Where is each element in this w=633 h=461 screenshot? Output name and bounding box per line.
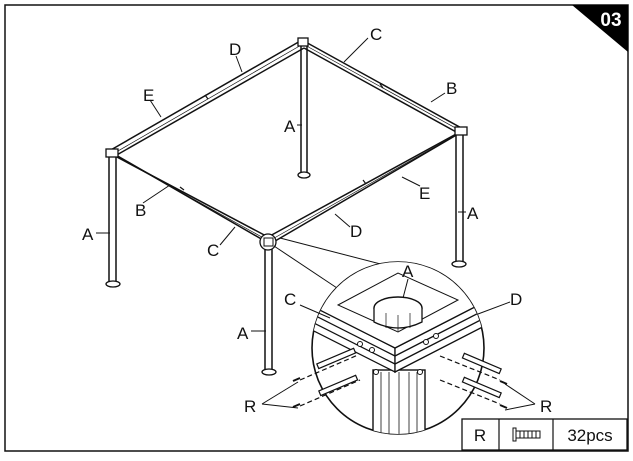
bolt-icon <box>292 374 361 408</box>
leg-front <box>259 233 277 376</box>
detail-label-D: D <box>510 290 522 309</box>
parts-quantity: 32pcs <box>567 426 612 445</box>
label-E-left: E <box>143 86 154 105</box>
leg-left <box>105 148 121 288</box>
step-badge: 03 <box>572 5 628 52</box>
corner-cap-back <box>297 37 309 47</box>
label-E-mid: E <box>419 184 430 203</box>
detail-post-opening <box>373 296 423 331</box>
label-D-front: D <box>350 222 362 241</box>
beam-E-front <box>267 129 466 245</box>
detail-label-C: C <box>284 290 296 309</box>
beam-connectors <box>179 83 384 191</box>
bolt-icon <box>292 347 359 382</box>
label-C-top: C <box>370 25 382 44</box>
parts-code: R <box>474 426 486 445</box>
label-A-right: A <box>467 204 479 223</box>
frame-leaders <box>96 37 466 332</box>
corner-detail-view <box>311 261 485 435</box>
detail-label-R-left: R <box>244 397 256 416</box>
label-B-left: B <box>135 201 146 220</box>
label-B-right: B <box>446 79 457 98</box>
bolt-icon <box>439 376 508 409</box>
detail-label-A: A <box>402 262 414 281</box>
bolt-icon <box>439 352 508 385</box>
bolts-right <box>439 352 508 409</box>
step-number: 03 <box>600 10 621 31</box>
frame-labels: D C E A B B E A A C D A <box>82 25 479 343</box>
beam-C-top <box>301 39 466 134</box>
label-A-front: A <box>237 324 249 343</box>
detail-bolt-holes <box>357 333 439 375</box>
detail-post <box>372 369 426 434</box>
beam-D-top <box>108 39 305 157</box>
label-C-front: C <box>207 241 219 260</box>
label-A-left: A <box>82 225 94 244</box>
leg-right <box>451 126 468 268</box>
leg-back <box>297 41 311 179</box>
gazebo-frame <box>105 37 468 376</box>
beam-B-front <box>108 150 271 245</box>
label-A-center: A <box>284 117 296 136</box>
detail-label-R-right: R <box>540 397 552 416</box>
label-D-top: D <box>229 40 241 59</box>
bolts-left <box>292 347 361 408</box>
bolt-icon <box>512 427 541 442</box>
detail-labels: A C D R R <box>244 262 552 416</box>
diagram-border <box>4 4 629 452</box>
parts-table: R 32pcs <box>461 418 628 451</box>
detail-leaders <box>261 278 536 411</box>
